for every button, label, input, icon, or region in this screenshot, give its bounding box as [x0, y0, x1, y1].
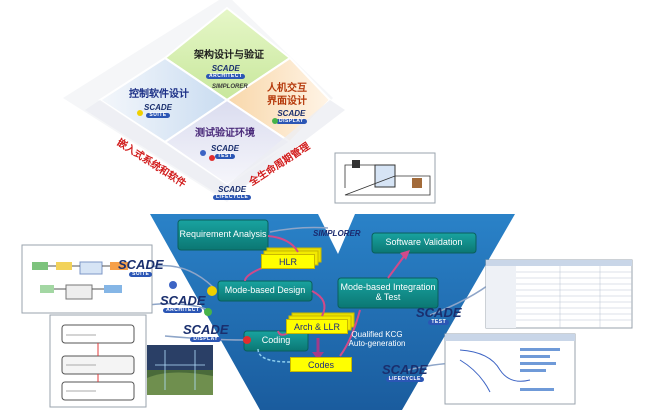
green-dot-icon — [272, 118, 278, 124]
flight-display-thumbnail — [147, 345, 213, 395]
simplorer-logo: SIMPLORER — [313, 229, 361, 238]
yellow-dot-icon — [137, 110, 143, 116]
codes-label: Codes — [290, 357, 352, 372]
quadrant-bottom-label: 测试验证环境 — [195, 128, 255, 139]
yellow-ball-icon — [207, 286, 217, 296]
green-ball-icon — [204, 308, 212, 316]
lifecycle-thumbnail — [444, 333, 576, 405]
quadrant-top-label: 架构设计与验证 — [194, 50, 264, 61]
circuit-thumbnail — [334, 152, 436, 204]
qualified-kcg-label: Qualified KCG Auto-generation — [348, 330, 406, 349]
red-dot-icon — [209, 155, 215, 161]
quadrant-left-label: 控制软件设计 — [129, 89, 189, 100]
mode-based-design-label: Mode-based Design — [224, 285, 306, 296]
simplorer-logo-small: SIMPLORER — [212, 84, 248, 90]
software-validation-label: Software Validation — [385, 237, 463, 248]
quadrant-right-label-line1: 人机交互 — [267, 83, 307, 94]
flow-arrows — [244, 235, 410, 360]
quadrant-right-label-line2: 界面设计 — [267, 96, 307, 107]
blue-ball-icon — [169, 281, 177, 289]
blue-dot-icon — [200, 150, 206, 156]
coding-label: Coding — [261, 335, 291, 346]
validation-box — [371, 232, 477, 254]
state-machine-thumbnail — [49, 314, 147, 408]
mode-based-integration-label: Mode-based Integration & Test — [340, 282, 436, 302]
requirement-box — [177, 219, 269, 251]
arch-llr-label: Arch & LLR — [286, 319, 348, 334]
model-thumbnail-left — [21, 244, 153, 314]
v-model-shape — [150, 214, 515, 410]
hlr-label: HLR — [261, 254, 315, 269]
requirement-analysis-label: Requirement Analysis — [179, 229, 267, 240]
test-table-thumbnail — [485, 259, 633, 329]
quadrant-diamond — [63, 0, 345, 202]
red-ball-icon — [243, 336, 251, 344]
